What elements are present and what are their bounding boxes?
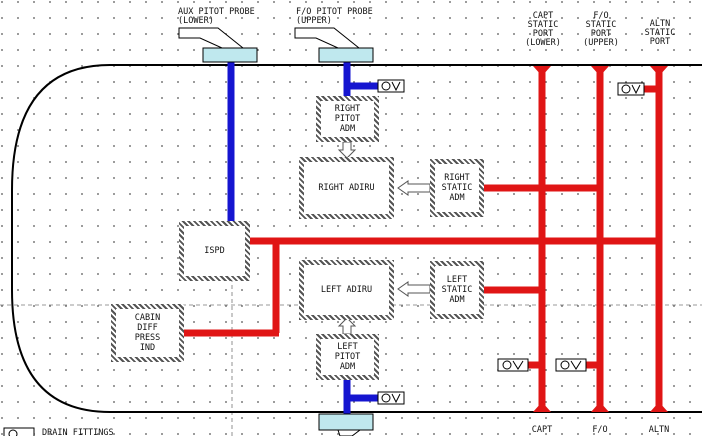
drain-fittings-legend-label: DRAIN FITTINGS xyxy=(42,428,114,438)
port-markers xyxy=(533,66,668,412)
fo-pitot-probe-label: F/O PITOT PROBE (UPPER) xyxy=(296,7,373,26)
right-adiru-box: RIGHT ADIRU xyxy=(299,157,394,219)
left-static-adm-label: LEFT STATIC ADM xyxy=(441,275,473,305)
left-pitot-adm-label: LEFT PITOT ADM xyxy=(334,342,361,372)
fo-static-port-label: F/O STATIC PORT (UPPER) xyxy=(583,11,619,48)
fuselage-outline xyxy=(11,64,702,413)
arrow-left-pitot-to-adiru xyxy=(337,317,357,335)
drain-fitting-legend-icon xyxy=(3,427,35,436)
right-adiru-label: RIGHT ADIRU xyxy=(318,183,375,193)
ispd-label: ISPD xyxy=(204,246,225,256)
capt-static-port-label: CAPT STATIC PORT (LOWER) xyxy=(525,11,561,48)
static-lines xyxy=(184,66,663,410)
cabin-diff-press-ind-label: CABIN DIFF PRESS IND xyxy=(134,313,161,353)
right-static-adm-label: RIGHT STATIC ADM xyxy=(441,173,473,203)
altn-static-port-label: ALTN STATIC PORT xyxy=(644,19,676,47)
left-static-adm-box: LEFT STATIC ADM xyxy=(430,261,484,319)
right-static-adm-box: RIGHT STATIC ADM xyxy=(430,159,484,217)
arrow-right-static-to-adiru xyxy=(397,180,431,196)
drain-fitting-capt xyxy=(497,358,529,372)
left-adiru-box: LEFT ADIRU xyxy=(299,260,394,320)
aux-pitot-probe xyxy=(178,27,258,63)
fo-bottom-label: F/O xyxy=(592,425,608,435)
cabin-diff-press-ind-box: CABIN DIFF PRESS IND xyxy=(111,304,184,362)
capt-bottom-label: CAPT xyxy=(531,425,553,435)
arrow-left-static-to-adiru xyxy=(397,281,431,297)
right-pitot-adm-label: RIGHT PITOT ADM xyxy=(334,104,361,134)
arrow-right-pitot-to-adiru xyxy=(337,141,357,159)
fo-port-top xyxy=(591,66,609,76)
capt-port-bottom xyxy=(533,402,551,412)
pitot-lines xyxy=(227,62,378,414)
drain-fitting-left-pitot xyxy=(377,391,405,405)
capt-port-top xyxy=(533,66,551,76)
drain-fitting-altn xyxy=(617,82,645,96)
right-pitot-adm-box: RIGHT PITOT ADM xyxy=(316,96,379,142)
drain-fitting-fo-pitot xyxy=(377,79,405,93)
left-pitot-adm-box: LEFT PITOT ADM xyxy=(316,334,379,380)
drain-fitting-fo xyxy=(555,358,587,372)
signal-arrows xyxy=(337,141,431,335)
ispd-box: ISPD xyxy=(179,221,250,281)
altn-port-bottom xyxy=(650,402,668,412)
altn-bottom-label: ALTN xyxy=(648,425,670,435)
left-adiru-label: LEFT ADIRU xyxy=(320,285,373,295)
aux-pitot-probe-label: AUX PITOT PROBE (LOWER) xyxy=(178,7,255,26)
fo-port-bottom xyxy=(591,402,609,412)
lower-probe xyxy=(318,413,374,436)
fo-pitot-probe xyxy=(294,27,374,63)
altn-port-top xyxy=(650,66,668,76)
